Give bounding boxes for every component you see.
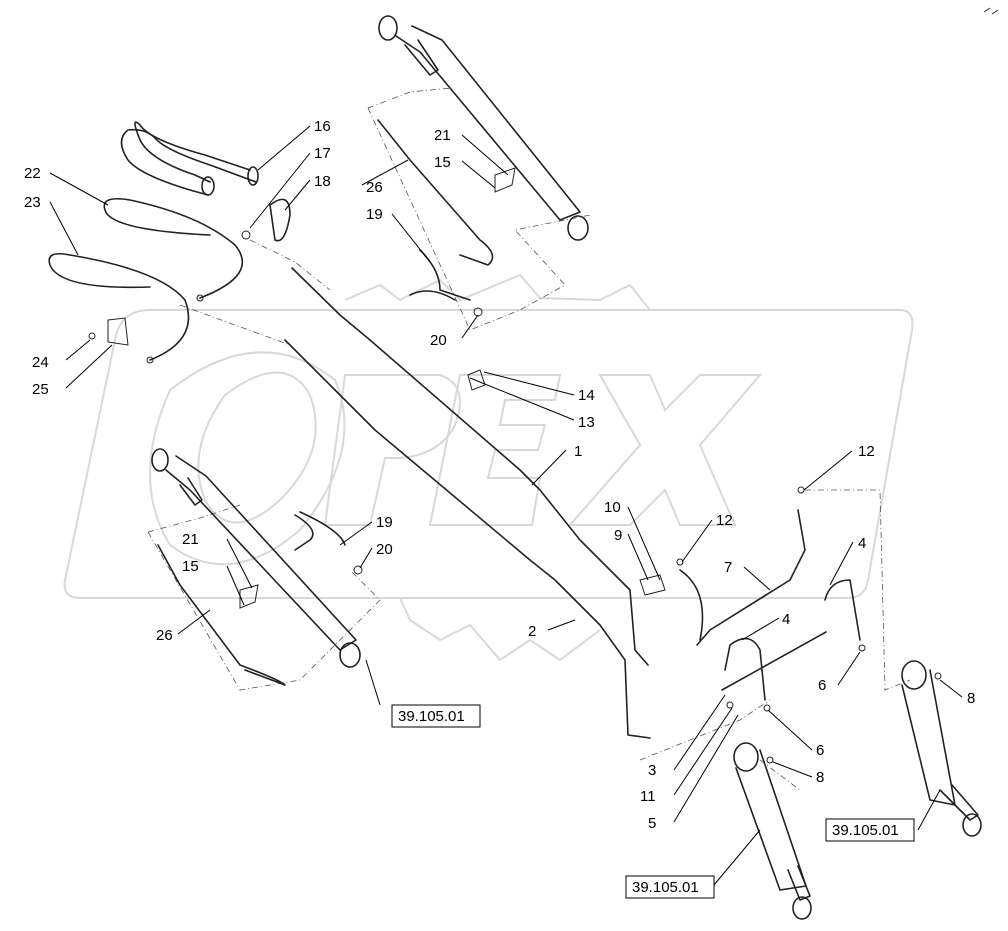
reference-box-1[interactable]: 39.105.01 — [391, 704, 481, 728]
callout-26-top: 26 — [366, 179, 383, 196]
hose-pair — [48, 197, 244, 364]
callout-13: 13 — [578, 414, 595, 431]
callout-4-mid: 4 — [782, 611, 790, 628]
callout-19-bottom: 19 — [376, 514, 393, 531]
pipes-26 — [157, 119, 494, 686]
callout-15-top: 15 — [434, 154, 451, 171]
callout-6-right: 6 — [818, 677, 826, 694]
callout-14: 14 — [578, 387, 595, 404]
callout-9: 9 — [614, 527, 622, 544]
callout-4-right: 4 — [858, 535, 866, 552]
reference-label-1: 39.105.01 — [398, 708, 465, 725]
callout-2: 2 — [528, 623, 536, 640]
callout-8-right: 8 — [967, 690, 975, 707]
callout-3: 3 — [648, 762, 656, 779]
callout-24: 24 — [32, 354, 49, 371]
callout-23: 23 — [24, 194, 41, 211]
callout-6-bottom: 6 — [816, 742, 824, 759]
reference-box-2[interactable]: 39.105.01 — [825, 818, 915, 842]
callout-17: 17 — [314, 145, 331, 162]
hydraulic-cylinder-right — [901, 660, 982, 837]
callout-21-top: 21 — [434, 127, 451, 144]
callout-15-bottom: 15 — [182, 558, 199, 575]
callout-12-mid: 12 — [716, 512, 733, 529]
return-hose — [120, 121, 259, 196]
callout-7: 7 — [724, 559, 732, 576]
reference-label-2: 39.105.01 — [832, 822, 899, 839]
hoses-right — [679, 509, 861, 701]
leader-lines — [49, 125, 963, 886]
hydraulic-cylinder-left — [151, 448, 361, 668]
callout-21-bottom: 21 — [182, 531, 199, 548]
callout-12-right: 12 — [858, 443, 875, 460]
callout-5: 5 — [648, 815, 656, 832]
callout-1: 1 — [574, 443, 582, 460]
callout-26-bottom: 26 — [156, 627, 173, 644]
corner-mark — [983, 7, 999, 15]
reference-box-3[interactable]: 39.105.01 — [625, 875, 715, 899]
callout-8-bottom: 8 — [816, 769, 824, 786]
callout-18: 18 — [314, 173, 331, 190]
small-hoses-19 — [294, 249, 471, 551]
callout-16: 16 — [314, 118, 331, 135]
hydraulic-cylinder-bottom — [733, 742, 812, 920]
construction-lines — [147, 87, 911, 791]
hydraulic-cylinder-top — [378, 15, 589, 241]
watermark-logo — [63, 273, 914, 662]
callout-25: 25 — [32, 381, 49, 398]
callout-20-top: 20 — [430, 332, 447, 349]
reference-label-3: 39.105.01 — [632, 879, 699, 896]
rigid-pipes — [284, 267, 651, 739]
callout-20-bottom: 20 — [376, 541, 393, 558]
callout-10: 10 — [604, 499, 621, 516]
fittings — [88, 167, 942, 764]
callout-22: 22 — [24, 165, 41, 182]
callout-11: 11 — [640, 788, 656, 805]
callout-numbers: 16 17 18 22 23 21 15 26 19 20 24 25 14 1… — [24, 118, 975, 832]
callout-19-top: 19 — [366, 206, 383, 223]
